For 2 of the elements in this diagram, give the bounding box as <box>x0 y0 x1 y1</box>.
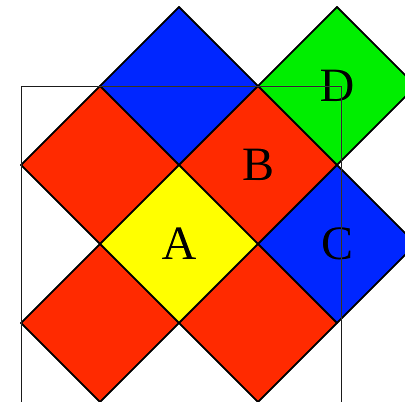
tile-letter: B <box>242 141 274 189</box>
tile-letter: A <box>162 220 196 268</box>
